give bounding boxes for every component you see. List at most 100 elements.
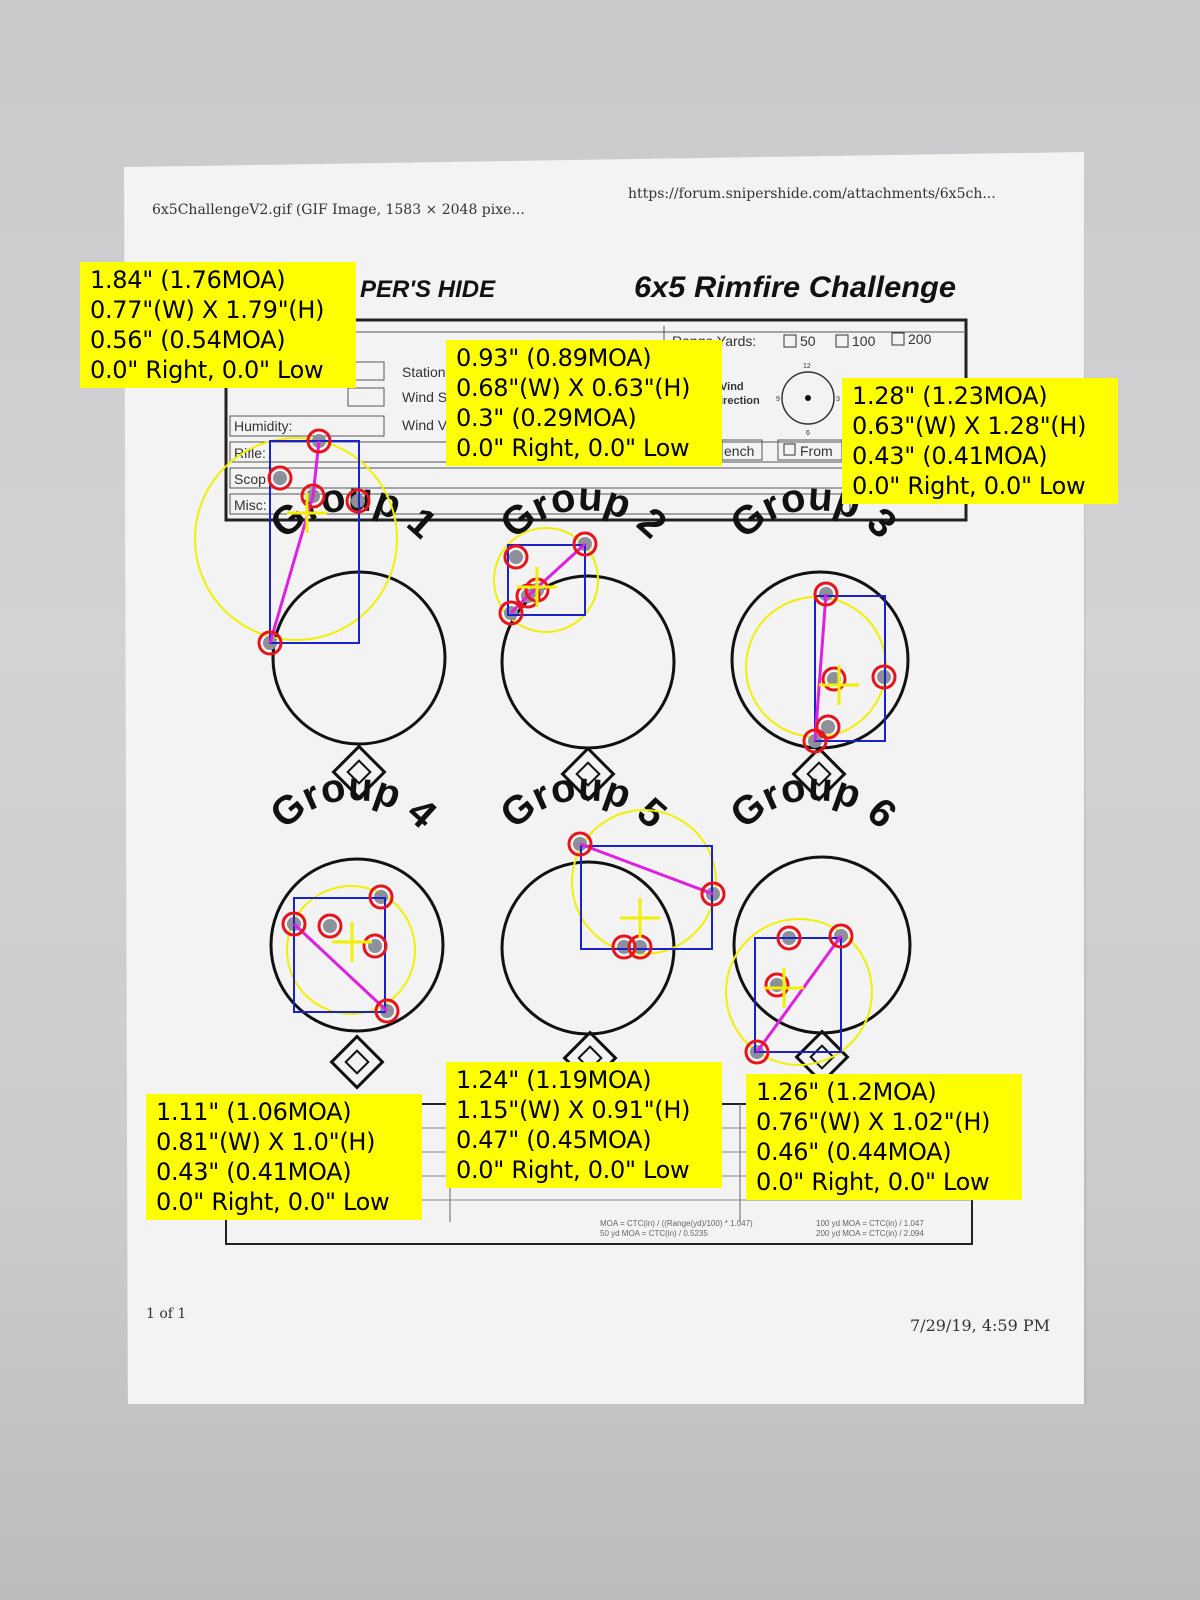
scope-label: Scop [234,471,266,487]
annotation-line: 0.43" (0.41MOA) [156,1158,352,1186]
checkbox-100[interactable] [835,334,849,348]
annotation-line: 0.81"(W) X 1.0"(H) [156,1128,376,1156]
shot-overlay-group-5 [567,809,726,960]
shot-marker [498,600,524,626]
rifle-label: Rifle: [234,445,266,461]
wind-direction-label-2: irection [720,395,760,407]
enclosing-circle [286,885,416,1015]
annotation-group-2: 0.93" (0.89MOA) 0.68"(W) X 0.63"(H) 0.3"… [446,340,722,466]
annotation-line: 0.0" Right, 0.0" Low [756,1168,990,1196]
shot-marker [306,428,332,454]
shot-overlay-group-4 [281,884,416,1024]
clock-12: 12 [803,363,811,370]
wind-direction-label-1: Vind [720,381,744,393]
annotation-line: 0.76"(W) X 1.02"(H) [756,1108,991,1136]
clock-6: 6 [806,430,810,437]
annotation-line: 0.43" (0.41MOA) [852,442,1048,470]
bench-label: ench [724,443,754,459]
annotation-line: 1.28" (1.23MOA) [852,382,1048,410]
annotation-line: 1.84" (1.76MOA) [90,266,286,294]
brand-logo-text: PER'S HIDE [360,276,496,303]
station-label: Station [402,364,446,380]
wind-speed-label: Wind S [402,389,447,405]
misc-label: Misc: [234,497,267,513]
shot-overlay-group-1 [194,428,398,656]
extreme-spread-line [813,593,828,742]
extreme-spread-line [292,922,389,1013]
annotation-line: 1.26" (1.2MOA) [756,1078,937,1106]
checkbox-200[interactable] [891,332,905,346]
shot-marker [813,581,839,607]
page-footer-left: 1 of 1 [146,1306,187,1322]
annotation-line: 0.77"(W) X 1.79"(H) [90,296,325,324]
formula-line-3: 100 yd MOA = CTC(in) / 1.047 [816,1219,924,1228]
clock-3: 3 [836,396,840,403]
shot-marker [776,925,802,951]
extreme-spread-line [755,935,843,1053]
annotation-group-4: 1.11" (1.06MOA) 0.81"(W) X 1.0"(H) 0.43"… [146,1094,422,1220]
shot-marker [368,884,394,910]
shot-marker [362,933,388,959]
group-bounding-box [269,440,360,644]
group-label: Group 6 [722,764,904,837]
group-bounding-box [814,595,886,742]
shot-marker [764,972,790,998]
humidity-label: Humidity: [234,418,292,434]
shot-marker [611,934,637,960]
yards-100-label: 100 [852,333,876,349]
checkbox-50[interactable] [783,334,797,348]
yards-200-label: 200 [908,331,932,347]
annotation-line: 0.63"(W) X 1.28"(H) [852,412,1087,440]
page-header-left: 6x5ChallengeV2.gif (GIF Image, 1583 × 20… [152,202,525,218]
diamond-marker [329,1034,385,1090]
annotation-line: 0.93" (0.89MOA) [456,344,652,372]
checkbox-from[interactable] [783,443,796,456]
shot-marker [374,998,400,1024]
enclosing-circle [493,527,599,633]
annotation-line: 0.47" (0.45MOA) [456,1126,652,1154]
group-bounding-box [580,845,713,950]
enclosing-circle [725,918,873,1066]
bullet-hole [273,471,287,485]
bullet-hole [770,978,784,992]
annotation-line: 0.0" Right, 0.0" Low [90,356,324,384]
annotation-line: 0.0" Right, 0.0" Low [852,472,1086,500]
shot-marker [871,664,897,690]
shot-overlay-group-3 [745,581,897,754]
group-bounding-box [507,544,586,616]
shot-overlay-group-2 [493,527,599,633]
bullet-hole [617,940,631,954]
wind-value-label: Wind V [402,417,448,433]
page-footer-right: 7/29/19, 4:59 PM [910,1316,1051,1335]
page-header-right: https://forum.snipershide.com/attachment… [628,186,996,202]
yards-50-label: 50 [800,333,816,349]
shot-overlay-group-6 [725,918,873,1066]
annotation-line: 0.0" Right, 0.0" Low [456,1156,690,1184]
extreme-spread-line [579,842,714,896]
annotation-line: 0.0" Right, 0.0" Low [456,434,690,462]
bullet-hole [633,940,647,954]
sheet-title: 6x5 Rimfire Challenge [634,271,956,304]
annotation-line: 0.56" (0.54MOA) [90,326,286,354]
bullet-hole [509,550,523,564]
target-group-1: Group 1 [262,474,447,800]
annotation-group-5: 1.24" (1.19MOA) 1.15"(W) X 0.91"(H) 0.47… [446,1062,722,1188]
annotation-line: 1.15"(W) X 0.91"(H) [456,1096,691,1124]
formula-line-1: MOA = CTC(in) / ((Range(yd)/100) * 1.047… [600,1219,753,1228]
shot-marker [345,488,371,514]
formula-line-4: 200 yd MOA = CTC(in) / 2.094 [816,1229,924,1238]
shot-marker [503,544,529,570]
shot-marker [700,881,726,907]
bullet-hole [821,720,835,734]
target-ring [732,855,912,1035]
annotation-line: 0.46" (0.44MOA) [756,1138,952,1166]
shot-marker [815,714,841,740]
target-ring [269,857,445,1033]
group-label: Group 4 [262,764,445,837]
shot-marker [267,465,293,491]
shot-marker [317,913,343,939]
shot-marker [828,923,854,949]
target-group-5: Group 5 [492,764,676,1086]
from-label: From [800,443,833,459]
